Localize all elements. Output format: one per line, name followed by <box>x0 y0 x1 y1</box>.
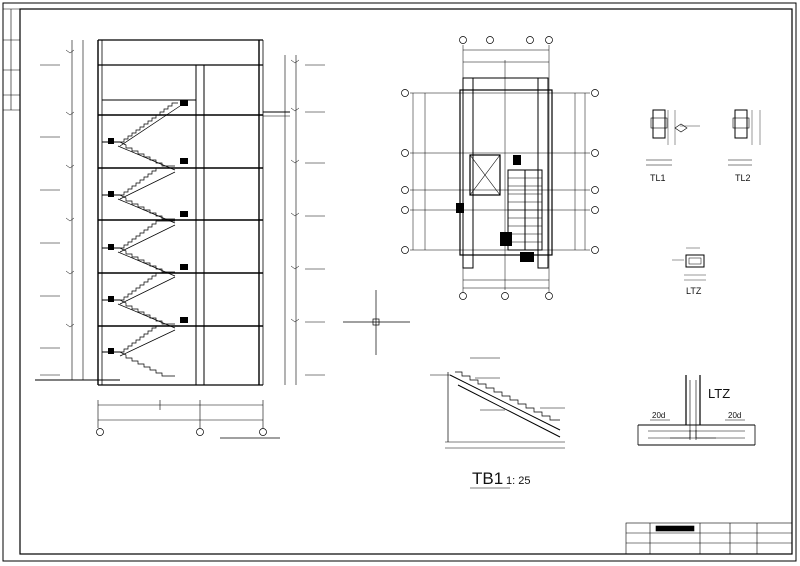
binding-strip <box>3 8 20 111</box>
landing-slabs <box>102 99 196 353</box>
stair-section <box>35 39 297 428</box>
ltz-small-label: LTZ <box>686 286 702 296</box>
tl2-label: TL2 <box>735 173 751 183</box>
tb1-detail <box>430 357 565 449</box>
dim-20d-right: 20d <box>728 411 741 420</box>
ltz-column-section <box>672 247 706 281</box>
ltz-big-label: LTZ <box>708 386 730 401</box>
crosshair <box>343 290 410 355</box>
section-axis-bubbles <box>96 428 280 439</box>
floor-slabs <box>98 114 263 327</box>
dim-20d-left: 20d <box>652 411 665 420</box>
beam-sections <box>108 100 188 354</box>
tl1-section <box>646 109 700 166</box>
tb1-title: TB1 <box>472 469 503 488</box>
title-block <box>625 522 793 555</box>
plan-columns <box>456 155 534 262</box>
stair-flights <box>117 102 181 377</box>
stair-plan <box>401 36 599 300</box>
plan-stair-treads <box>508 177 542 243</box>
tb1-scale: 1: 25 <box>506 475 530 487</box>
ltz-base-detail <box>637 375 756 446</box>
tl2-section <box>728 109 761 166</box>
tl1-label: TL1 <box>650 173 666 183</box>
elevation-markers <box>40 49 325 376</box>
